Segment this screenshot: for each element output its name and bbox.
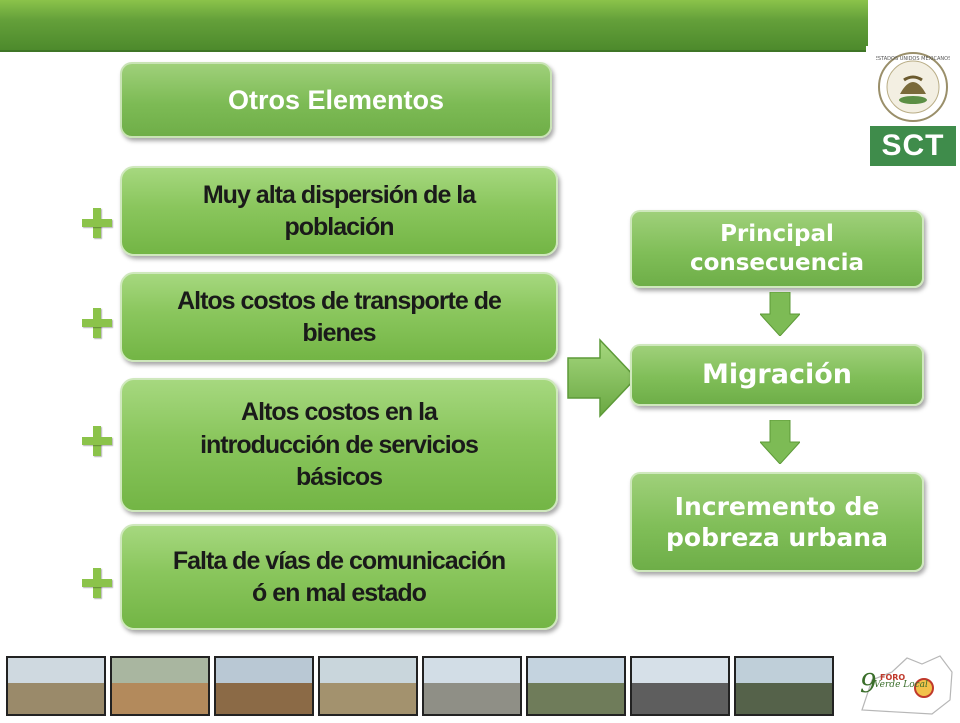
down-arrow-icon [760, 292, 800, 336]
factor-box-roads: Falta de vías de comunicación ó en mal e… [120, 524, 558, 630]
road-photo [214, 656, 314, 716]
factor-box-services: Altos costos en la introducción de servi… [120, 378, 558, 512]
plus-icon [82, 308, 112, 338]
road-photo [526, 656, 626, 716]
factor-line: Falta de vías de comunicación [172, 546, 506, 575]
road-photo [318, 656, 418, 716]
factor-line: población [284, 213, 394, 241]
factor-box-dispersion: Muy alta dispersión de la población [120, 166, 558, 256]
road-photo [110, 656, 210, 716]
factor-line: Altos costos de transporte de [177, 286, 502, 315]
svg-text:FORO: FORO [880, 673, 905, 682]
sct-label: SCT [870, 126, 956, 166]
road-photo [630, 656, 730, 716]
factor-line: introducción de servicios [200, 430, 479, 459]
down-arrow-icon [760, 420, 800, 464]
principal-consequence-box: Principal consecuencia [630, 210, 924, 288]
top-banner [0, 0, 868, 52]
principal-line: Principal [720, 221, 834, 248]
factor-line: básicos [295, 463, 383, 492]
plus-icon [82, 426, 112, 456]
mexican-seal-icon: ESTADOS UNIDOS MEXICANOS [876, 52, 950, 122]
factor-line: Muy alta dispersión de la [202, 180, 476, 209]
factor-line: ó en mal estado [252, 579, 427, 607]
plus-icon [82, 568, 112, 598]
map-outline-icon: 9 FORO [860, 655, 953, 715]
principal-line: consecuencia [689, 250, 865, 276]
urban-poverty-box: Incremento de pobreza urbana [630, 472, 924, 572]
factor-line: Altos costos en la [241, 398, 438, 427]
sct-logo: ESTADOS UNIDOS MEXICANOS SCT [866, 46, 958, 168]
right-arrow-icon [567, 338, 638, 418]
plus-icon [82, 208, 112, 238]
migration-box: Migración [630, 344, 924, 406]
svg-text:9: 9 [860, 669, 877, 699]
road-photo [6, 656, 106, 716]
svg-text:ESTADOS UNIDOS MEXICANOS: ESTADOS UNIDOS MEXICANOS [876, 56, 950, 62]
road-photo [734, 656, 834, 716]
section-title: Otros Elementos [120, 62, 552, 138]
factor-line: bienes [302, 319, 376, 347]
poverty-line: Incremento de [674, 491, 880, 521]
forum-logo-text: Verde Local [874, 680, 928, 690]
factor-box-transport: Altos costos de transporte de bienes [120, 272, 558, 362]
road-photo-strip [0, 656, 856, 720]
poverty-line: pobreza urbana [666, 523, 888, 552]
road-photo [422, 656, 522, 716]
forum-logo: 9 FORO Verde Local [852, 650, 958, 718]
